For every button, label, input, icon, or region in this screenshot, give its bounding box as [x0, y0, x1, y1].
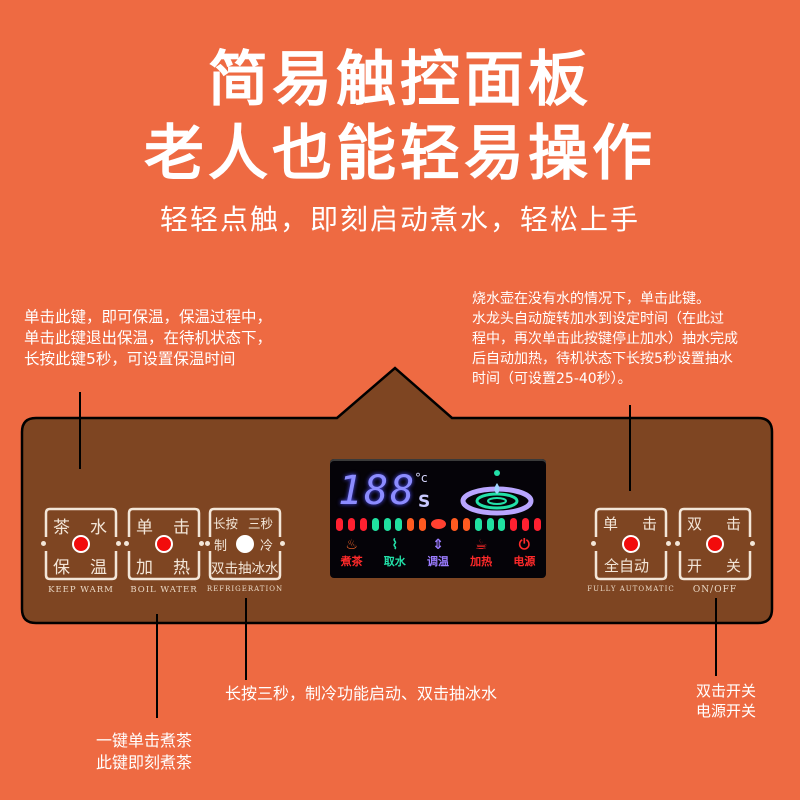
fully-automatic-button[interactable]: 单 击 全自动: [591, 507, 671, 581]
level-bar: [407, 517, 415, 531]
indicator-dot: [591, 541, 596, 546]
level-bar-strip: [336, 517, 541, 531]
red-indicator-icon: [155, 535, 173, 553]
level-bar: [498, 517, 506, 531]
red-indicator-icon: [622, 535, 640, 553]
temperature-digits: 188: [338, 468, 417, 514]
headline-line-2: 老人也能轻易操作: [144, 119, 656, 189]
keep-warm-annotation: 单击此键，即可保温，保温过程中， 单击此键退出保温，在待机状态下， 长按此键5秒…: [24, 308, 273, 368]
indicator-dot: [666, 541, 671, 546]
connector-keep-warm: [79, 392, 81, 469]
connector-power: [715, 598, 717, 676]
level-bar: [534, 517, 541, 531]
button-frame: [127, 507, 201, 581]
level-bar: [359, 517, 367, 531]
keep-warm-caption: KEEP WARM: [48, 585, 114, 595]
level-bar: [486, 517, 494, 531]
level-bar: [450, 517, 458, 531]
kettle-icon: ☕: [474, 537, 488, 553]
lcd-heating: ☕ 加热: [470, 537, 493, 568]
connector-refrigeration: [245, 598, 247, 680]
indicator-dot: [750, 541, 755, 546]
lcd-display: 188 °c S ♨ 煮茶 ⌇ 取水: [330, 459, 546, 578]
headline-line-1: 简易触控面板: [208, 45, 592, 115]
button-frame: [208, 507, 282, 581]
level-bar: [510, 517, 518, 531]
lcd-adjust-temp: ⇕ 调温: [426, 537, 449, 568]
on-off-caption: ON/OFF: [692, 585, 738, 595]
button-frame: [594, 507, 668, 581]
lcd-dispense-water: ⌇ 取水: [383, 537, 406, 568]
red-indicator-icon: [706, 535, 724, 553]
water-tap-icon: ⌇: [391, 537, 399, 553]
connector-auto: [629, 405, 631, 491]
lcd-power: ⏻ 电源: [513, 537, 536, 568]
refrigeration-annotation: 长按三秒，制冷功能启动、双击抽冰水: [225, 684, 498, 703]
indicator-dot: [675, 541, 680, 546]
red-indicator-icon: [72, 535, 90, 553]
boil-water-caption: BOIL WATER: [130, 585, 198, 595]
power-icon: ⏻: [518, 537, 530, 553]
indicator-dot: [199, 541, 204, 546]
lcd-brew-tea: ♨ 煮茶: [340, 537, 363, 568]
connector-boil: [156, 614, 158, 718]
indicator-dot: [116, 541, 121, 546]
indicator-dot: [41, 541, 46, 546]
lcd-icon-row: ♨ 煮茶 ⌇ 取水 ⇕ 调温 ☕ 加热 ⏻ 电源: [330, 537, 546, 569]
refrigeration-button[interactable]: 长按 三秒 制 冷 双击抽冰水: [205, 507, 285, 581]
power-annotation: 双击开关 电源开关: [696, 682, 757, 720]
keep-warm-button[interactable]: 茶 水 保 温: [41, 507, 121, 581]
subtitle: 轻轻点触，即刻启动煮水，轻松上手: [159, 203, 640, 236]
level-bar: [336, 517, 343, 531]
auto-annotation: 烧水壶在没有水的情况下，单击此键。 水龙头自动旋转加水到设定时间（在此过 程中，…: [472, 291, 738, 387]
white-indicator-icon: [236, 535, 254, 553]
celsius-unit: °c: [415, 471, 428, 485]
level-center-oval: [431, 519, 446, 529]
refrigeration-caption: REFRIGERATION: [206, 585, 284, 593]
level-bar: [419, 517, 427, 531]
boil-water-button[interactable]: 单 击 加 热: [124, 507, 204, 581]
level-bar: [474, 517, 482, 531]
level-bar: [522, 517, 530, 531]
power-button[interactable]: 双 击 开 关: [675, 507, 755, 581]
level-bar: [395, 517, 403, 531]
tea-brew-icon: ♨: [345, 537, 358, 553]
level-bar: [462, 517, 470, 531]
water-ripple-icon: [460, 470, 534, 516]
adjust-arrows-icon: ⇕: [432, 537, 444, 553]
button-frame: [678, 507, 752, 581]
seconds-unit: S: [418, 492, 431, 512]
button-frame: [44, 507, 118, 581]
indicator-dot: [205, 541, 210, 546]
indicator-dot: [280, 541, 285, 546]
level-bar: [371, 517, 379, 531]
indicator-dot: [124, 541, 129, 546]
boil-annotation: 一键单击煮茶 此键即刻煮茶: [96, 731, 193, 772]
fully-automatic-caption: FULLY AUTOMATIC: [587, 585, 675, 593]
level-bar: [383, 517, 391, 531]
level-bar: [347, 517, 355, 531]
